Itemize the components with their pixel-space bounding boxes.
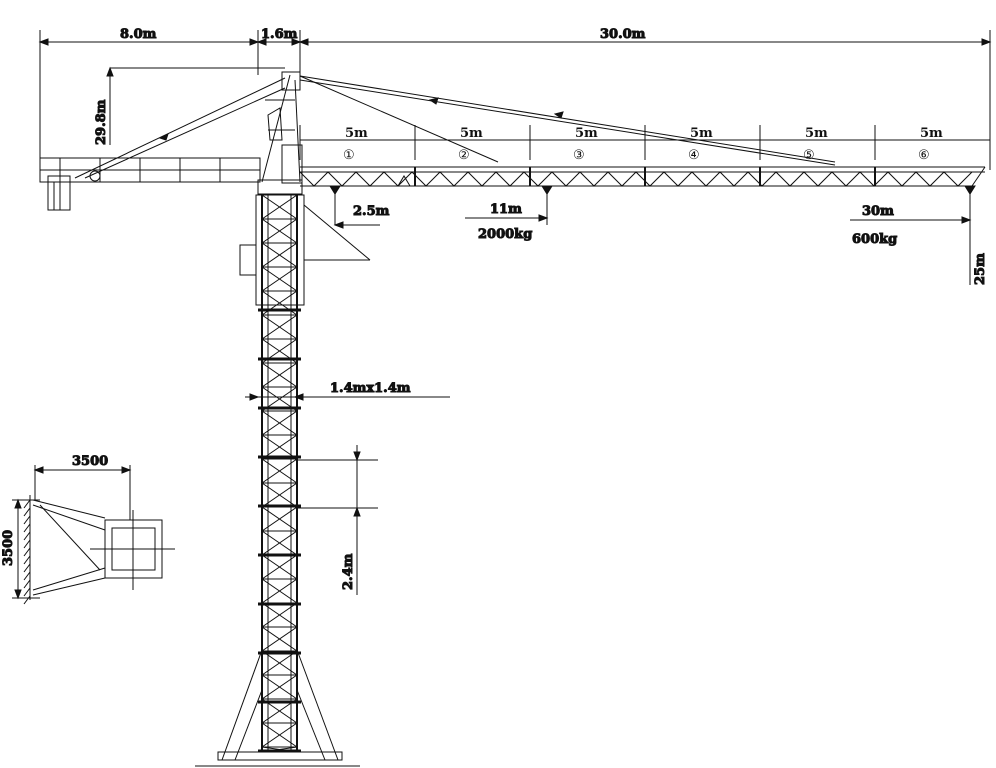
hook-2-5m bbox=[329, 185, 380, 229]
tower-height-dimension bbox=[106, 66, 285, 145]
wall-anchor-detail bbox=[12, 465, 175, 605]
segment-number-1: ① bbox=[343, 148, 355, 163]
tower-mast bbox=[258, 194, 301, 753]
anchor-width-label: 3500 bbox=[72, 454, 108, 469]
jib-segment-labels: 5m ① 5m ② 5m ③ 5m ④ 5m ⑤ 5m ⑥ bbox=[343, 126, 943, 163]
tower-head bbox=[257, 71, 303, 195]
jib-ties bbox=[299, 75, 836, 166]
top-dimension-lines bbox=[38, 30, 992, 170]
jib-truss bbox=[299, 166, 986, 187]
jib-length-label: 30.0m bbox=[600, 27, 646, 42]
segment-number-3: ③ bbox=[573, 148, 585, 163]
segment-number-2: ② bbox=[458, 148, 470, 163]
segment-number-4: ④ bbox=[688, 148, 700, 163]
mast-section-label: 1.4mx1.4m bbox=[330, 381, 411, 396]
load-radius-30m: 30m bbox=[862, 204, 894, 219]
section-height-label: 2.4m bbox=[341, 553, 356, 590]
load-mass-600kg: 600kg bbox=[852, 232, 897, 247]
hook-height-label: 25m bbox=[973, 253, 988, 285]
climbing-frame bbox=[239, 194, 371, 306]
segment-length-2: 5m bbox=[460, 126, 483, 141]
counter-jib bbox=[39, 77, 286, 211]
segment-number-5: ⑤ bbox=[803, 148, 815, 163]
load-mass-2000kg: 2000kg bbox=[478, 227, 532, 242]
segment-length-6: 5m bbox=[920, 126, 943, 141]
mast-section-dimension bbox=[245, 393, 450, 401]
segment-dimension-lines bbox=[299, 125, 990, 160]
tower-height-label: 29.8m bbox=[94, 99, 109, 145]
hook-11m bbox=[465, 185, 553, 225]
counter-jib-length-label: 8.0m bbox=[120, 27, 157, 42]
segment-length-1: 5m bbox=[345, 126, 368, 141]
segment-length-5: 5m bbox=[805, 126, 828, 141]
tower-base bbox=[195, 649, 360, 767]
anchor-height-label: 3500 bbox=[1, 530, 16, 566]
tower-head-width-label: 1.6m bbox=[261, 27, 298, 42]
load-radius-2-5m: 2.5m bbox=[353, 204, 390, 219]
load-radius-11m: 11m bbox=[490, 202, 522, 217]
section-height-dimension bbox=[295, 445, 378, 595]
segment-length-3: 5m bbox=[575, 126, 598, 141]
segment-number-6: ⑥ bbox=[918, 148, 930, 163]
hook-30m bbox=[850, 185, 976, 285]
segment-length-4: 5m bbox=[690, 126, 713, 141]
